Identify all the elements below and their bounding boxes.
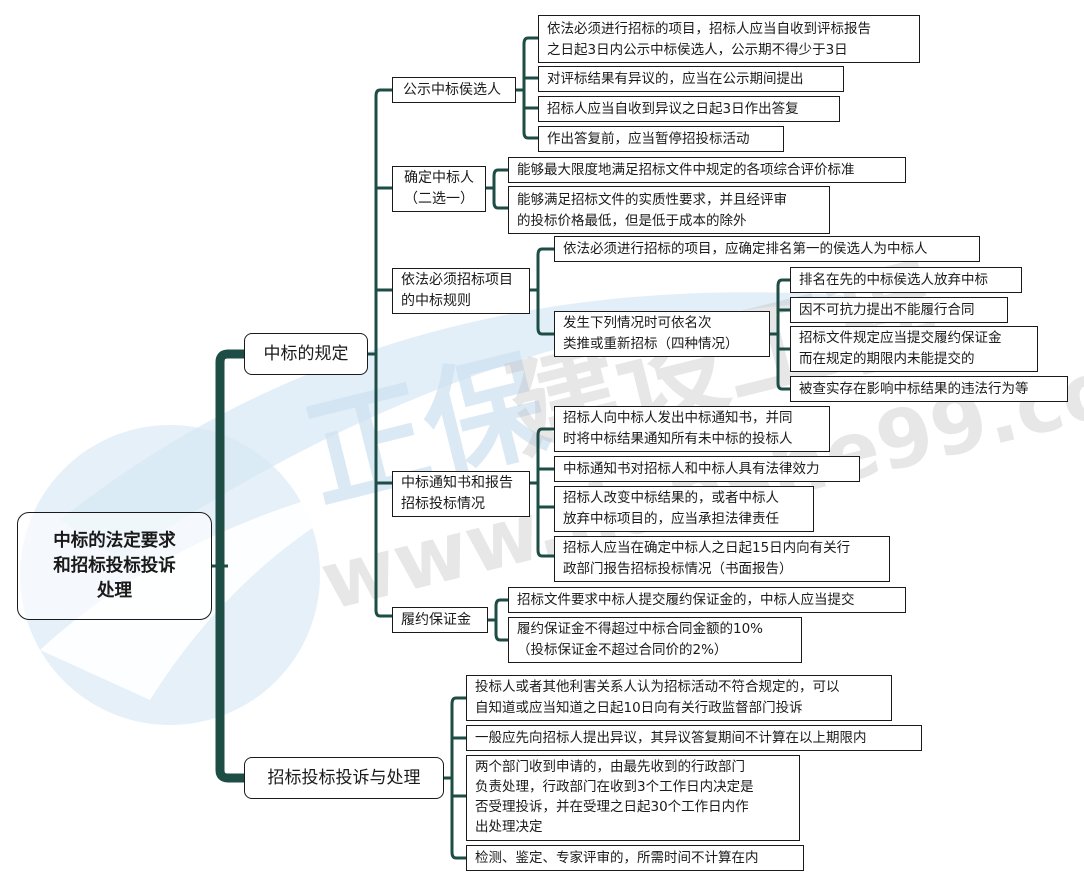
leaf-item[interactable]: 招标人向中标人发出中标通知书，并同 时将中标结果通知所有未中标的投标人 xyxy=(554,406,830,452)
leaf-item[interactable]: 招标文件要求中标人提交履约保证金的，中标人应当提交 xyxy=(508,587,906,613)
leaf-item[interactable]: 履约保证金不得超过中标合同金额的10% （投标保证金不超过合同价的2%） xyxy=(508,617,802,663)
leaf-item[interactable]: 排名在先的中标侯选人放弃中标 xyxy=(790,267,1022,293)
leaf-item[interactable]: 依法必须进行招标的项目，招标人应当自收到评标报告 之日起3日内公示中标侯选人，公… xyxy=(538,15,920,63)
leaf-item[interactable]: 招标人应当自收到异议之日起3日作出答复 xyxy=(538,96,840,122)
leaf-item[interactable]: 因不可抗力提出不能履行合同 xyxy=(790,297,1008,323)
leaf-item[interactable]: 被查实存在影响中标结果的违法行为等 xyxy=(790,376,1068,402)
topic-mandatory-bid-rules[interactable]: 依法必须招标项目 的中标规则 xyxy=(392,268,530,314)
leaf-item[interactable]: 对评标结果有异议的，应当在公示期间提出 xyxy=(538,66,844,92)
leaf-item[interactable]: 检测、鉴定、专家评审的，所需时间不计算在内 xyxy=(466,845,804,871)
leaf-item[interactable]: 招标文件规定应当提交履约保证金 而在规定的期限内未能提交的 xyxy=(790,326,1038,372)
branch-winning-bid-rules[interactable]: 中标的规定 xyxy=(244,333,368,375)
leaf-item[interactable]: 两个部门收到申请的，由最先收到的行政部门 负责处理，行政部门在收到3个工作日内决… xyxy=(466,755,800,841)
leaf-item[interactable]: 投标人或者其他利害关系人认为招标活动不符合规定的，可以 自知道或应当知道之日起1… xyxy=(466,675,892,721)
topic-determine-winner[interactable]: 确定中标人 （二选一） xyxy=(392,166,486,212)
leaf-item[interactable]: 招标人应当在确定中标人之日起15日内向有关行 政部门报告招标投标情况（书面报告） xyxy=(554,536,890,582)
leaf-item[interactable]: 能够满足招标文件的实质性要求，并且经评审 的投标价格最低，但是低于成本的除外 xyxy=(508,186,830,234)
topic-performance-bond[interactable]: 履约保证金 xyxy=(392,607,488,633)
leaf-item[interactable]: 招标人改变中标结果的，或者中标人 放弃中标项目的，应当承担法律责任 xyxy=(554,486,814,532)
leaf-item[interactable]: 一般应先向招标人提出异议，其异议答复期间不计算在以上期限内 xyxy=(466,725,922,751)
topic-publicize-candidates[interactable]: 公示中标侯选人 xyxy=(392,77,516,103)
branch-complaint-handling[interactable]: 招标投标投诉与处理 xyxy=(244,757,444,799)
topic-award-notice-report[interactable]: 中标通知书和报告 招标投标情况 xyxy=(392,471,530,517)
leaf-item[interactable]: 能够最大限度地满足招标文件中规定的各项综合评价标准 xyxy=(508,157,906,183)
leaf-item[interactable]: 作出答复前，应当暂停招投标活动 xyxy=(538,126,784,152)
leaf-item[interactable]: 中标通知书对招标人和中标人具有法律效力 xyxy=(554,456,860,482)
topic-four-situations[interactable]: 发生下列情况时可依名次 类推或重新招标（四种情况） xyxy=(554,311,770,357)
root-topic[interactable]: 中标的法定要求 和招标投标投诉 处理 xyxy=(17,512,212,620)
leaf-item[interactable]: 依法必须进行招标的项目，应确定排名第一的侯选人为中标人 xyxy=(554,236,980,262)
